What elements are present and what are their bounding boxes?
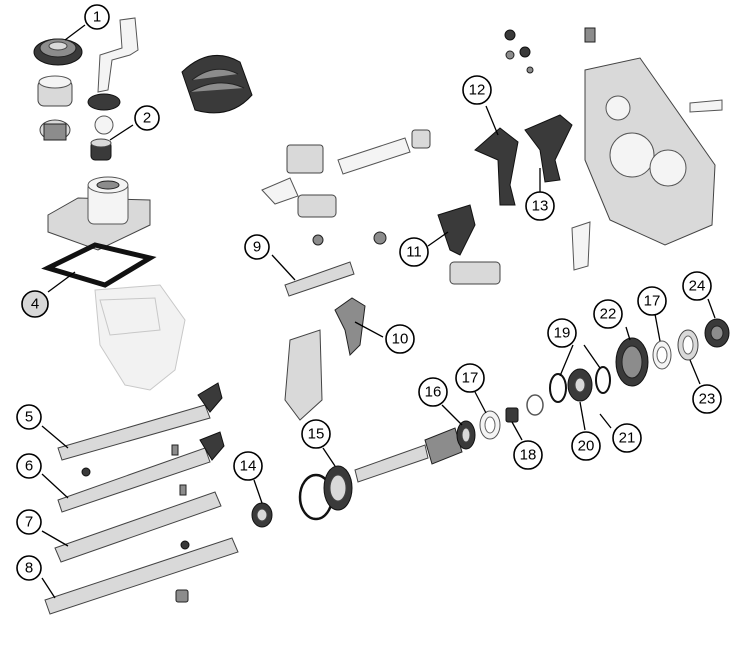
svg-text:24: 24 (689, 278, 706, 295)
callout-13: 13 (525, 191, 555, 221)
bearing-16 (456, 420, 476, 450)
shift-interlock (284, 329, 323, 421)
svg-text:12: 12 (469, 82, 486, 99)
callout-11: 11 (399, 237, 429, 267)
shifter-boot (181, 55, 253, 114)
callout-6: 6 (16, 453, 42, 479)
svg-text:17: 17 (644, 293, 661, 310)
shift-lever-boot-seal (33, 38, 83, 66)
leader-lines (41, 24, 716, 599)
bearing-15 (323, 465, 353, 511)
svg-text:20: 20 (578, 438, 595, 455)
detent-parts (81, 444, 190, 603)
sleeve-22 (615, 337, 649, 387)
callout-15: 15 (301, 419, 331, 449)
ring-17 (479, 410, 501, 440)
ring-snap-right (526, 394, 544, 416)
bushing (37, 75, 73, 107)
callout-14: 14 (233, 451, 263, 481)
svg-text:14: 14 (240, 458, 257, 475)
shift-rail-8 (44, 537, 239, 615)
callout-18: 18 (513, 440, 543, 470)
shift-rail-6 (57, 431, 225, 513)
callout-5: 5 (16, 404, 42, 430)
callout-24: 24 (682, 271, 712, 301)
gear-18 (505, 407, 519, 423)
callout-20: 20 (571, 431, 601, 461)
svg-text:16: 16 (425, 384, 442, 401)
callout-17b: 17 (637, 286, 667, 316)
callout-21: 21 (612, 423, 642, 453)
snap-ring-19 (549, 366, 611, 403)
shift-tower-housing (47, 176, 151, 251)
shift-fork-10 (334, 297, 366, 357)
svg-text:15: 15 (308, 426, 325, 443)
svg-text:6: 6 (25, 458, 33, 475)
svg-text:2: 2 (143, 110, 151, 127)
svg-text:4: 4 (31, 296, 39, 313)
svg-text:1: 1 (93, 9, 101, 26)
gear-24 (704, 318, 730, 348)
callout-8: 8 (16, 555, 42, 581)
shift-rail-7 (54, 491, 222, 563)
callout-23: 23 (692, 384, 722, 414)
shift-fork-11-lever (437, 204, 501, 285)
ring-17b (652, 340, 672, 370)
lever-assembly (261, 129, 431, 218)
shift-lever (87, 17, 139, 135)
svg-text:8: 8 (25, 560, 33, 577)
svg-text:21: 21 (619, 430, 636, 447)
transmission-case-outline (94, 284, 186, 391)
ring-23 (677, 329, 699, 361)
gasket (41, 242, 157, 288)
shift-rail-5 (57, 382, 223, 461)
svg-text:22: 22 (600, 306, 617, 323)
callout-16: 16 (418, 377, 448, 407)
svg-text:5: 5 (25, 409, 33, 426)
spring-retainer (39, 119, 71, 141)
svg-text:10: 10 (392, 331, 409, 348)
adapter-housing (571, 57, 723, 271)
callout-17a: 17 (455, 363, 485, 393)
callout-1: 1 (84, 4, 110, 30)
bearing-14 (251, 502, 273, 528)
small-hardware (312, 27, 596, 246)
callout-12: 12 (462, 75, 492, 105)
bushing-small (90, 138, 112, 161)
callout-10: 10 (385, 324, 415, 354)
svg-text:17: 17 (462, 370, 479, 387)
svg-text:7: 7 (25, 514, 33, 531)
shift-fork-12 (474, 127, 519, 206)
shift-rail-9 (284, 261, 355, 297)
svg-text:9: 9 (253, 239, 261, 256)
svg-text:18: 18 (520, 447, 537, 464)
callout-7: 7 (16, 509, 42, 535)
callout-9: 9 (244, 234, 270, 260)
shift-fork-13 (524, 114, 573, 183)
callout-2: 2 (134, 105, 160, 131)
svg-text:19: 19 (554, 325, 571, 342)
svg-text:23: 23 (699, 391, 716, 408)
svg-text:11: 11 (406, 244, 422, 261)
output-shaft (354, 427, 463, 483)
svg-text:13: 13 (532, 198, 549, 215)
synchro-hub-20 (567, 368, 593, 402)
callout-4: 4 (21, 290, 49, 318)
callout-22: 22 (593, 299, 623, 329)
callout-19: 19 (547, 318, 577, 348)
